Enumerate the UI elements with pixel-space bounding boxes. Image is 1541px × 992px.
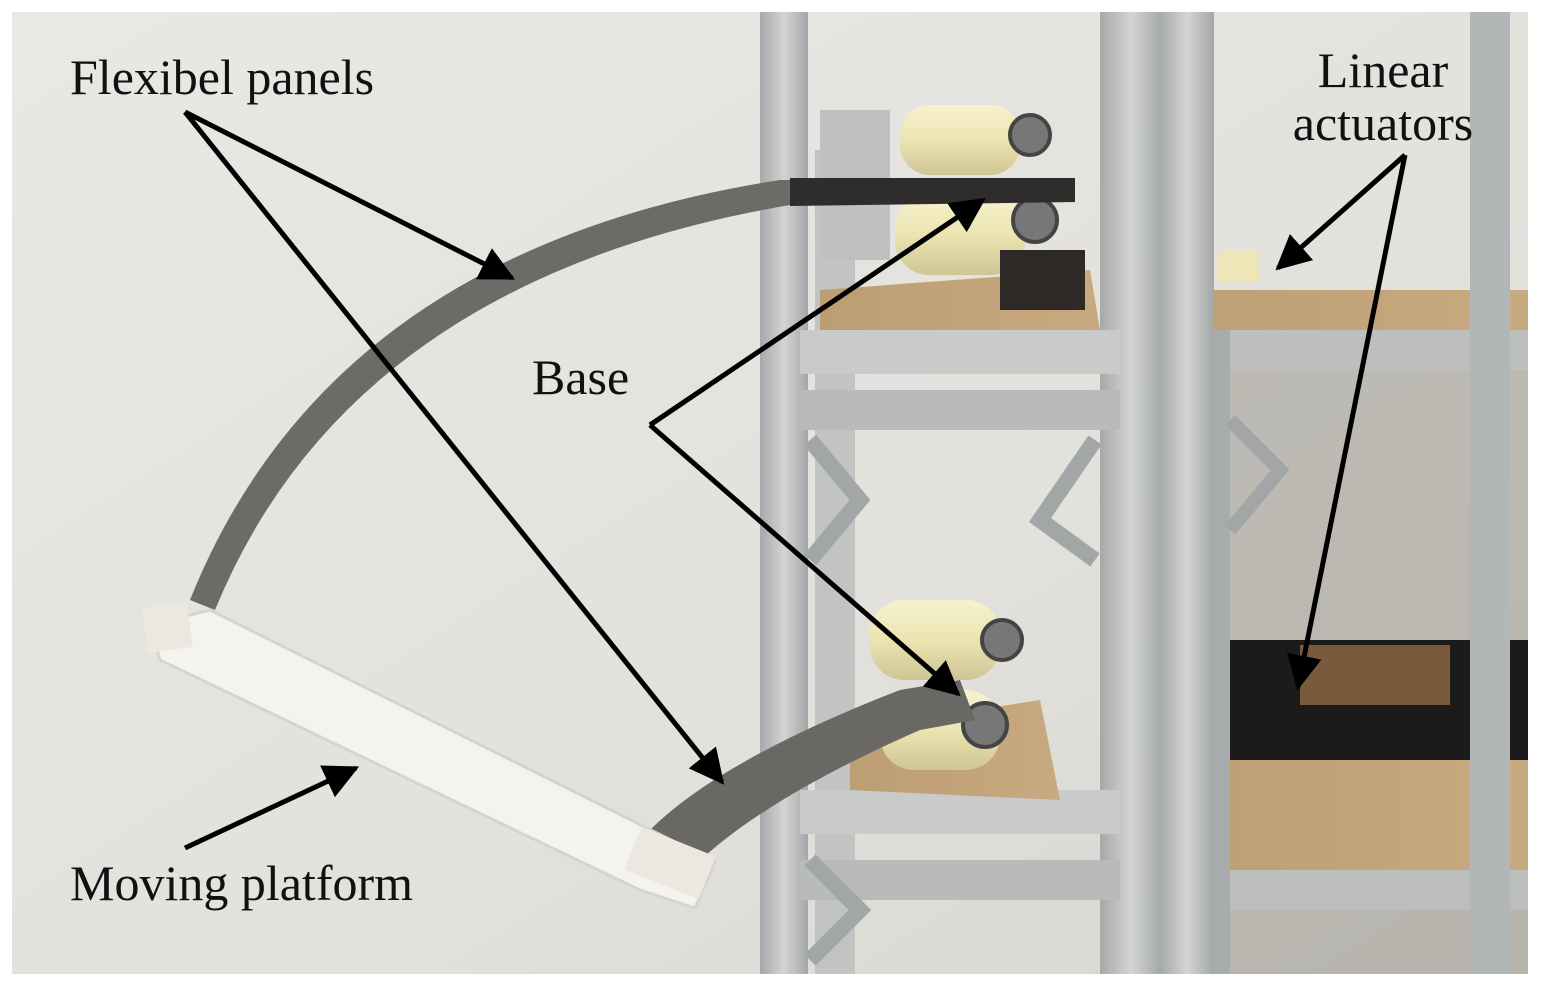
rear-post — [1470, 12, 1510, 974]
lower-roller-top — [870, 600, 1000, 680]
arrow-linear-to-upper-actuator — [1275, 153, 1407, 271]
arrow-linear-to-lower-actuator — [1287, 154, 1408, 691]
linear-actuators-label-line2: actuators — [1292, 94, 1474, 151]
upper-roller-top-hub — [1008, 113, 1052, 157]
brace-upper-left — [803, 434, 871, 566]
frame-rail-1 — [800, 330, 1120, 374]
lower-roller-bottom-hub — [961, 701, 1009, 749]
frame-post-inner — [815, 150, 855, 974]
lower-roller-top-hub — [980, 618, 1024, 662]
arrow-base-to-upper-roller — [648, 197, 986, 428]
frame-rail-2 — [800, 390, 1120, 430]
moving-platform-joint — [142, 602, 193, 653]
flexible-panel-lower — [650, 680, 975, 870]
base-label: Base — [532, 349, 630, 405]
upper-roller-bottom — [895, 195, 1025, 275]
linear-actuator-block — [1300, 645, 1450, 705]
linear-actuators-label: Linear actuators — [1258, 44, 1508, 149]
brace-lower-left — [804, 854, 872, 966]
moving-platform-label: Moving platform — [70, 855, 414, 911]
arrow-moving-platform — [183, 765, 360, 851]
moving-platform-bar — [148, 608, 717, 910]
brace-upper-right — [1028, 435, 1102, 567]
upper-actuator-cap — [1218, 252, 1260, 282]
flexible-panels-label: Flexibel panels — [70, 49, 375, 105]
upper-roller-bottom-hub — [1011, 196, 1059, 244]
moving-platform-end-joint — [624, 826, 716, 900]
arrow-flex-to-upper-panel — [183, 109, 516, 281]
upper-motor-block — [1000, 250, 1085, 310]
linear-actuators-label-line1: Linear — [1317, 42, 1449, 98]
brace-rear — [1224, 415, 1290, 535]
frame-rail-3 — [800, 790, 1120, 834]
annotation-arrows — [183, 109, 1408, 851]
upper-roller-top — [900, 105, 1020, 175]
arrow-flex-to-lower-panel — [183, 110, 725, 785]
arrow-base-to-lower-roller — [648, 423, 961, 697]
frame-post-right — [1160, 12, 1214, 974]
lower-wood-shelf — [1160, 760, 1528, 880]
flexible-panel-upper-tip — [790, 178, 1075, 206]
